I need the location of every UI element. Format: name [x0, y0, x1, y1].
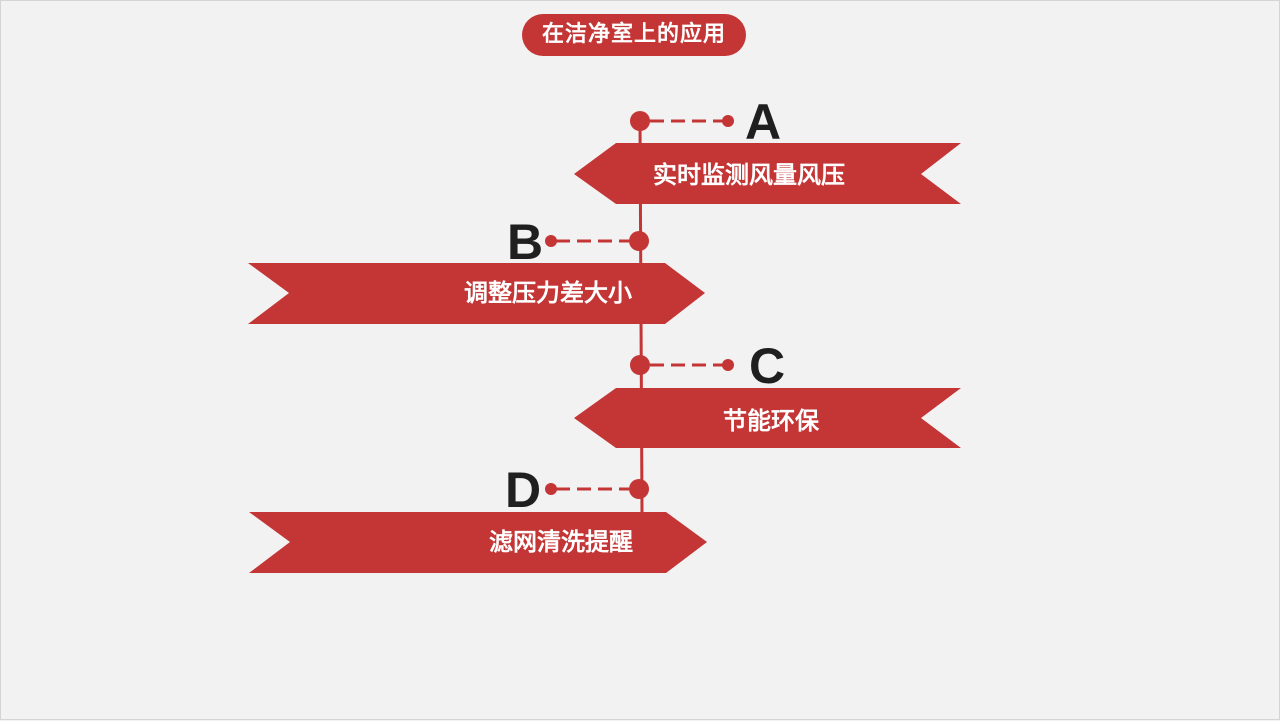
step-letter-b: B	[507, 214, 544, 270]
step-letter-d: D	[505, 462, 542, 518]
connector-c	[630, 355, 734, 375]
banner-a-label: 实时监测风量风压	[653, 161, 845, 189]
connector-a	[630, 111, 734, 131]
banner-b-shape	[248, 263, 705, 324]
banner-c-label: 节能环保	[723, 407, 819, 435]
connector-b	[545, 231, 649, 251]
banner-a-shape	[574, 143, 961, 204]
step-letter-a: A	[745, 94, 782, 150]
banner-d-label: 滤网清洗提醒	[489, 528, 633, 556]
page-title: 在洁净室上的应用	[522, 14, 746, 56]
connector-d	[545, 479, 649, 499]
banner-c-shape	[574, 388, 961, 448]
banner-b-label: 调整压力差大小	[464, 279, 632, 307]
banner-d-shape	[249, 512, 707, 573]
step-letter-c: C	[749, 338, 786, 394]
